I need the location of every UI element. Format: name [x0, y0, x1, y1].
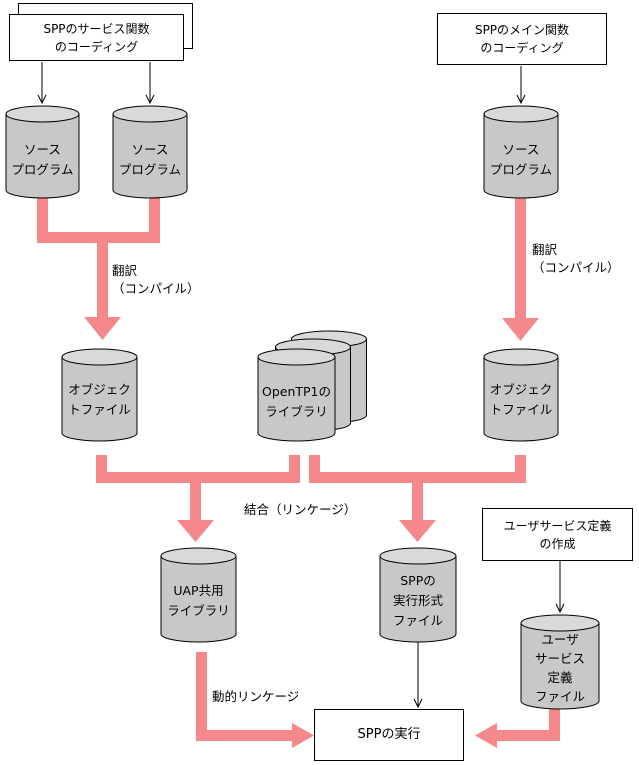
linkage-label: 結合（リンケージ） — [244, 502, 357, 517]
compile-label-right: 翻訳 （コンパイル） — [532, 242, 620, 275]
thick-arrows — [37, 198, 560, 748]
source-program-1-cylinder — [5, 105, 80, 199]
spp-main-coding-box: SPPのメイン関数 のコーディング — [437, 13, 607, 65]
user-service-def-box: ユーザサービス定義 の作成 — [482, 508, 633, 561]
user-service-def-file-cylinder — [520, 614, 600, 710]
source-program-1-label: ソース プログラム — [11, 142, 74, 177]
object-file-2-label: オブジェク トファイル — [489, 382, 553, 417]
object-file-1-label: オブジェク トファイル — [68, 382, 131, 417]
source-program-2-label: ソース プログラム — [118, 142, 182, 177]
user-service-def-file-label: ユーザ サービス 定義 ファイル — [534, 632, 585, 704]
spp-run-box: SPPの実行 — [314, 709, 464, 761]
uap-shared-library-label: UAP共用 ライブラリ — [167, 583, 230, 618]
object-file-1-cylinder — [61, 348, 138, 442]
spp-exec-file-label: SPPの 実行形式 ファイル — [392, 573, 443, 628]
cylinder-shapes — [5, 105, 600, 710]
source-program-3-cylinder — [483, 105, 559, 199]
opentp1-library-cylinder-front — [257, 348, 336, 442]
uap-shared-library-cylinder — [160, 547, 237, 643]
source-program-2-cylinder — [112, 105, 188, 199]
dynamic-linkage-label: 動的リンケージ — [212, 689, 300, 704]
spp-service-coding-box: SPPのサービス関数 のコーディング — [9, 14, 184, 61]
object-file-2-cylinder — [483, 348, 559, 442]
source-program-3-label: ソース プログラム — [489, 142, 553, 177]
opentp1-library-label: OpenTP1の ライブラリ — [261, 384, 331, 419]
thin-arrows — [37, 62, 565, 709]
spp-exec-file-cylinder — [379, 547, 457, 643]
compile-label-left: 翻訳 （コンパイル） — [112, 263, 200, 296]
